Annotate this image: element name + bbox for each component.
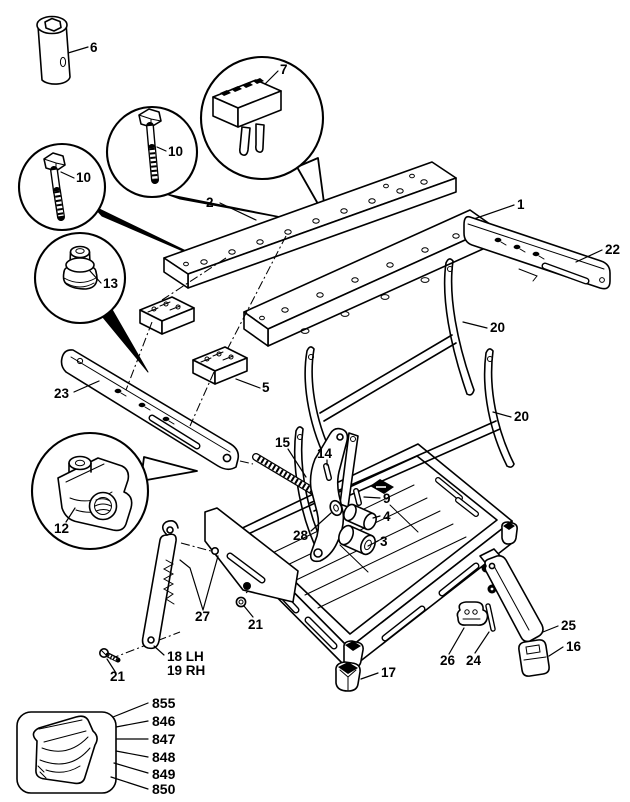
label-part-25: 25	[561, 618, 577, 633]
label-part-23: 23	[54, 386, 70, 401]
cylinder-4	[343, 503, 377, 531]
right-leg-25: 25 16 26 24	[440, 555, 582, 677]
rail-23: 23	[54, 349, 240, 471]
label-part-20-rear: 20	[490, 320, 505, 335]
foot-17: 17	[335, 661, 396, 692]
label-part-16: 16	[566, 639, 582, 654]
crank-assembly: 15 28 14 9 4	[252, 427, 391, 563]
kit-bag	[32, 715, 98, 785]
board-1-front-jaw: 1	[243, 197, 525, 347]
label-part-10-mid: 10	[168, 144, 183, 159]
base-tray	[204, 443, 518, 671]
label-kit-850: 850	[152, 781, 176, 797]
label-part-24: 24	[466, 653, 482, 668]
spring-27	[162, 559, 175, 605]
label-part-14: 14	[317, 446, 333, 461]
label-kit-848: 848	[152, 749, 176, 765]
hardware-kit: 855 846 847 848 849 850	[16, 695, 176, 797]
label-kit-847: 847	[152, 731, 176, 747]
h-frame-20-rear: 20	[304, 258, 505, 468]
label-part-21-mid: 21	[248, 617, 264, 632]
label-kit-849: 849	[152, 766, 176, 782]
label-part-22: 22	[605, 242, 620, 257]
label-part-28: 28	[293, 528, 309, 543]
label-part-1: 1	[517, 197, 525, 212]
swivel-blocks-5: 5	[139, 296, 270, 395]
rail-23-screws	[114, 388, 175, 425]
rail-22-screws	[494, 237, 545, 260]
label-part-19: 19 RH	[167, 663, 205, 678]
label-kit-846: 846	[152, 713, 176, 729]
label-part-7: 7	[280, 62, 288, 77]
crank-arm	[309, 427, 349, 563]
nut-21-mid	[235, 596, 247, 608]
part-6-sleeve: 6	[36, 15, 98, 85]
screw-21-left	[99, 647, 121, 663]
label-kit-855: 855	[152, 695, 176, 711]
rail-22: 22	[463, 215, 620, 290]
label-part-13: 13	[103, 276, 119, 291]
label-part-4: 4	[383, 509, 391, 524]
label-part-21-left: 21	[110, 669, 126, 684]
label-part-27: 27	[195, 609, 210, 624]
tray-left-bracket	[204, 507, 299, 603]
label-part-20-front: 20	[514, 409, 529, 424]
label-part-10-left: 10	[76, 170, 91, 185]
kit-leader-lines	[110, 702, 149, 790]
clip-26	[456, 601, 489, 626]
callout-knob-13: 13	[33, 231, 149, 373]
label-part-12: 12	[54, 521, 69, 536]
cylinder-3	[338, 524, 376, 556]
h-frame-20-front: 20	[293, 348, 529, 558]
balloon-tail	[140, 456, 198, 482]
callout-swivel-12: 12	[30, 431, 198, 551]
callout-peg-block-7: 7	[199, 55, 327, 219]
label-part-17: 17	[381, 665, 396, 680]
label-part-5: 5	[262, 380, 270, 395]
washer-28	[329, 499, 343, 517]
label-part-3: 3	[380, 534, 388, 549]
label-part-9: 9	[383, 491, 391, 506]
left-leg-18-19: 27 21 21 18 LH 19 RH	[99, 520, 264, 684]
label-part-26: 26	[440, 653, 456, 668]
label-part-6: 6	[90, 40, 98, 55]
board-2-rear-jaw: 2	[163, 161, 457, 289]
label-part-2: 2	[206, 195, 214, 210]
label-part-18: 18 LH	[167, 649, 204, 664]
label-part-15: 15	[275, 435, 291, 450]
callout-bolt-10-left: 10	[17, 142, 214, 265]
